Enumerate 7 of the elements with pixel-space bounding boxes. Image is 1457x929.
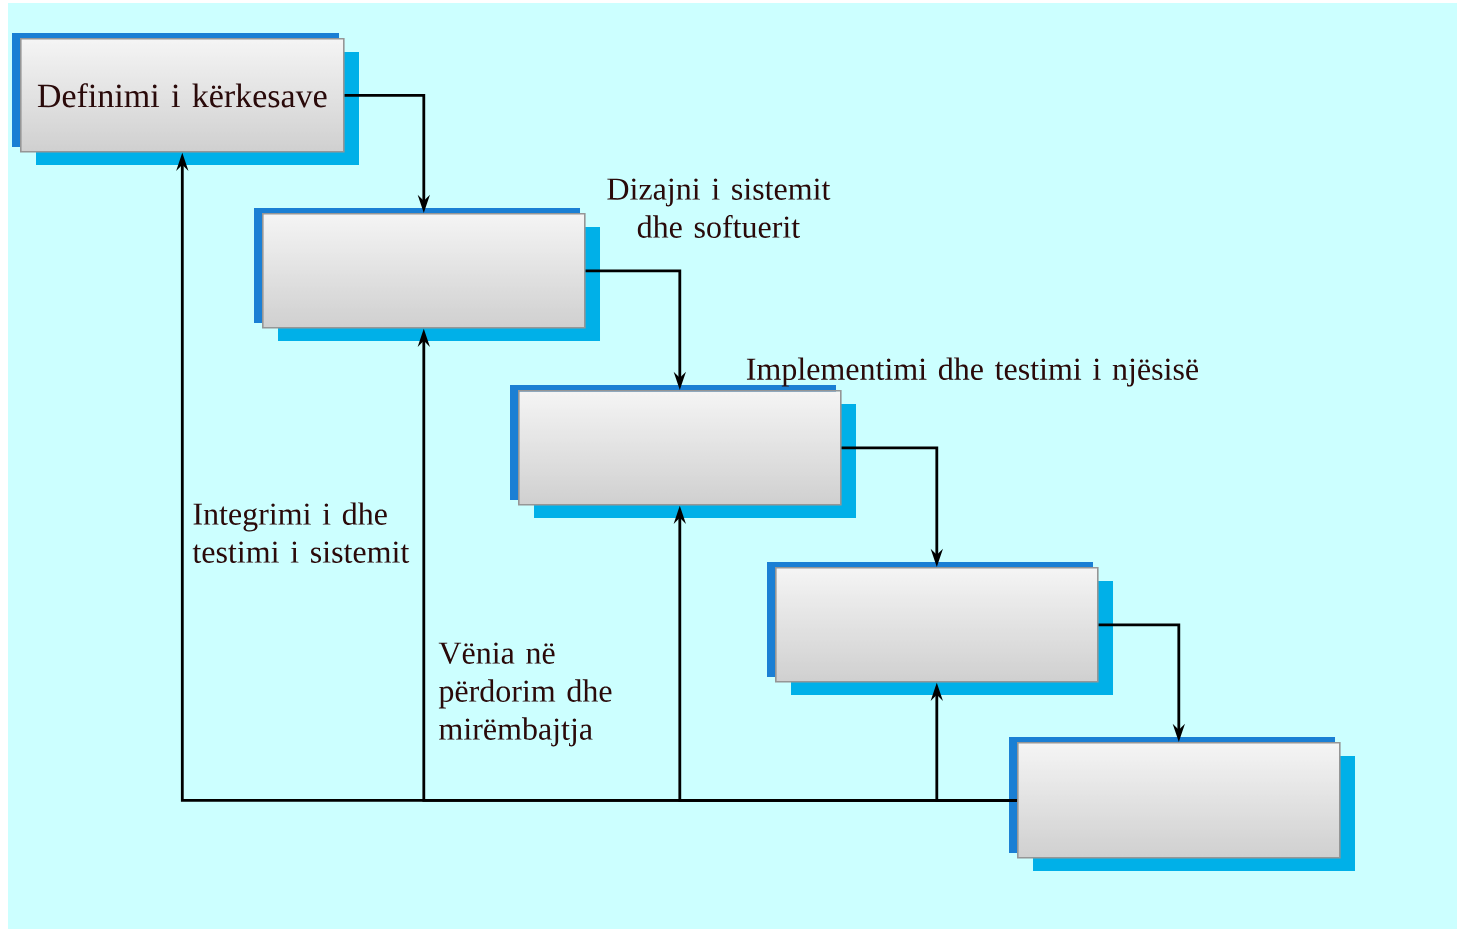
process-box <box>767 562 1113 695</box>
step-label: Vënia në përdorim dhe mirëmbajtja <box>438 642 612 747</box>
process-box: Definimi i kërkesave <box>12 33 359 165</box>
step-heading: Dizajni i sistemit dhe softuerit <box>607 178 831 238</box>
process-box <box>1009 737 1355 871</box>
step-heading: Implementimi dhe testimi i njësisë <box>746 357 1198 387</box>
step-label: Integrimi i dhe testimi i sistemit <box>192 502 410 563</box>
